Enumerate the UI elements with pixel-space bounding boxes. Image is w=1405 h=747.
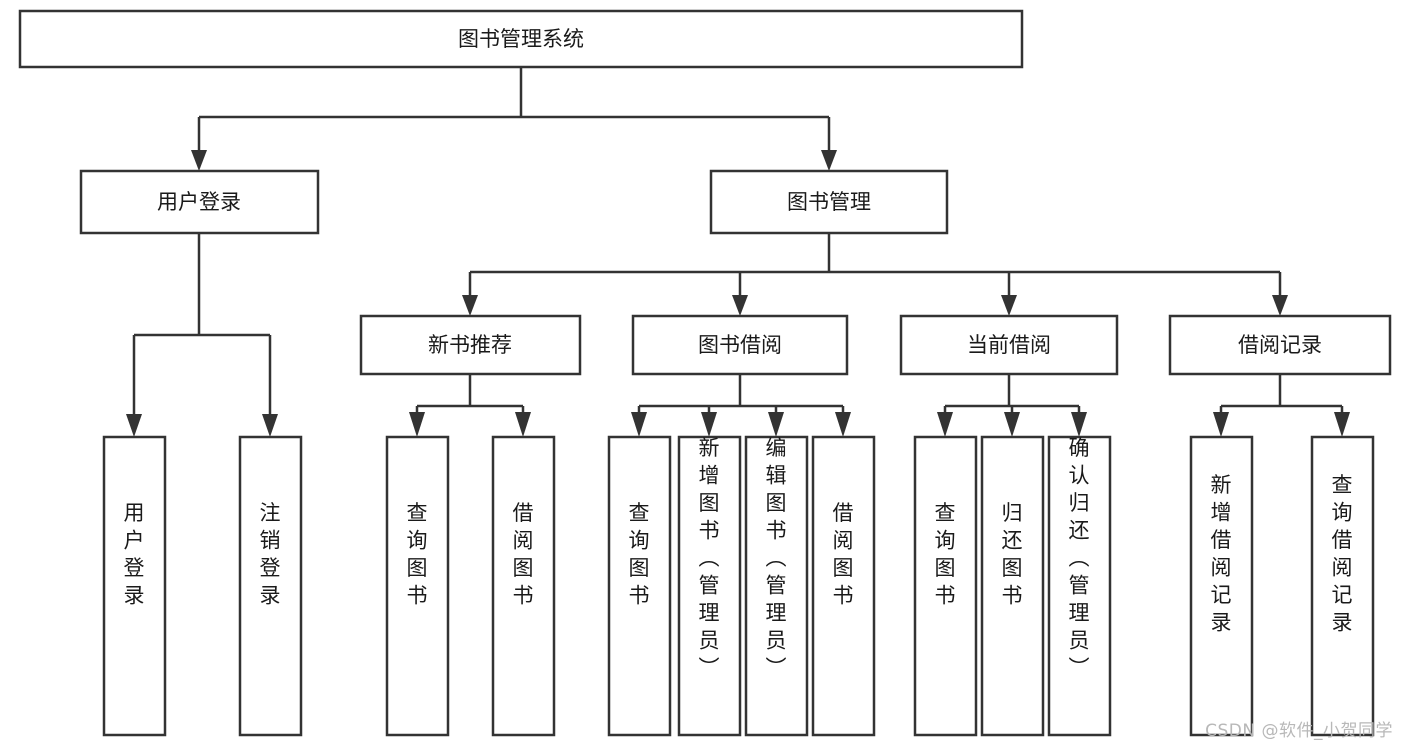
leaf-query-borrow-record-label: 查询借阅记录 [1332, 473, 1353, 635]
node-book-management-label: 图书管理 [787, 190, 871, 214]
node-root-label: 图书管理系统 [458, 27, 584, 51]
node-new-book-recommend[interactable]: 新书推荐 [359, 314, 582, 376]
arrowhead-leaf-edit-book [768, 412, 784, 437]
node-user-login-box[interactable] [79, 169, 320, 235]
connector-root-to-level2 [197, 67, 831, 152]
node-book-management-box[interactable] [709, 169, 949, 235]
node-current-borrow[interactable]: 当前借阅 [899, 314, 1119, 376]
arrowhead-to-user-login [191, 150, 207, 171]
node-book-borrow-label: 图书借阅 [698, 333, 782, 357]
leaf-query-book-borrow-label: 查询图书 [629, 501, 650, 608]
leaf-add-book-admin-label: 新增图书︵管理员︶ [699, 436, 720, 680]
leaf-logout-login-label: 注销登录 [260, 501, 281, 608]
arrowhead-to-borrow-record [1272, 295, 1288, 316]
leaf-query-book-borrow-box[interactable] [607, 435, 672, 737]
node-current-borrow-label: 当前借阅 [967, 333, 1051, 357]
arrowhead-leaf-query-book-3 [937, 412, 953, 437]
arrowhead-leaf-user-login [126, 414, 142, 437]
node-book-borrow[interactable]: 图书借阅 [631, 314, 849, 376]
leaf-borrow-book-borrow[interactable]: 借阅图书 [811, 435, 876, 737]
leaf-add-borrow-record-label: 新增借阅记录 [1211, 473, 1232, 635]
leaf-add-book-admin[interactable]: 新增图书︵管理员︶ [677, 435, 742, 737]
leaf-borrow-book-recommend-label: 借阅图书 [513, 501, 534, 608]
leaf-return-book-box[interactable] [980, 435, 1045, 737]
leaf-borrow-book-recommend-box[interactable] [491, 435, 556, 737]
leaf-borrow-book-recommend[interactable]: 借阅图书 [491, 435, 556, 737]
leaf-logout-login[interactable]: 注销登录 [238, 435, 303, 737]
leaf-add-book-admin-box[interactable] [677, 435, 742, 737]
arrowhead-leaf-confirm-return [1071, 412, 1087, 437]
leaf-confirm-return-admin-label: 确认归还︵管理员︶ [1069, 436, 1090, 680]
node-borrow-record[interactable]: 借阅记录 [1168, 314, 1392, 376]
leaf-add-borrow-record-box[interactable] [1189, 435, 1254, 737]
arrowhead-leaf-logout [262, 414, 278, 437]
arrowhead-to-book-manage [821, 150, 837, 171]
arrowhead-leaf-query-book-2 [631, 412, 647, 437]
node-root-system[interactable]: 图书管理系统 [18, 9, 1024, 69]
connector-new-book-to-leaves [415, 374, 525, 418]
arrowhead-to-book-borrow [732, 295, 748, 316]
leaf-edit-book-admin-label: 编辑图书︵管理员︶ [766, 436, 787, 680]
leaf-query-book-current-label: 查询图书 [935, 501, 956, 608]
node-book-management[interactable]: 图书管理 [709, 169, 949, 235]
connector-book-manage-to-level3 [468, 233, 1282, 298]
node-book-borrow-box[interactable] [631, 314, 849, 376]
node-user-login-label: 用户登录 [157, 190, 241, 214]
node-borrow-record-box[interactable] [1168, 314, 1392, 376]
node-root-box[interactable] [18, 9, 1024, 69]
leaf-query-borrow-record-box[interactable] [1310, 435, 1375, 737]
leaf-user-login-box[interactable] [102, 435, 167, 737]
leaf-return-book[interactable]: 归还图书 [980, 435, 1045, 737]
leaf-logout-login-box[interactable] [238, 435, 303, 737]
connector-user-login-to-leaves [132, 233, 272, 418]
arrowhead-to-current-borrow [1001, 295, 1017, 316]
leaf-user-login-label: 用户登录 [124, 501, 145, 608]
leaf-confirm-return-admin-box[interactable] [1047, 435, 1112, 737]
node-user-login[interactable]: 用户登录 [79, 169, 320, 235]
leaf-query-book-recommend-label: 查询图书 [407, 501, 428, 608]
leaf-query-book-current[interactable]: 查询图书 [913, 435, 978, 737]
node-new-book-recommend-box[interactable] [359, 314, 582, 376]
leaf-return-book-label: 归还图书 [1002, 501, 1023, 608]
arrowhead-leaf-query-book-1 [409, 412, 425, 437]
node-borrow-record-label: 借阅记录 [1238, 333, 1322, 357]
leaf-borrow-book-borrow-box[interactable] [811, 435, 876, 737]
connector-current-borrow-to-leaves [943, 374, 1081, 418]
arrowhead-leaf-return-book [1004, 412, 1020, 437]
leaf-query-book-recommend-box[interactable] [385, 435, 450, 737]
node-current-borrow-box[interactable] [899, 314, 1119, 376]
arrowhead-leaf-add-book [701, 412, 717, 437]
connector-book-borrow-to-leaves [637, 374, 845, 418]
leaf-add-borrow-record[interactable]: 新增借阅记录 [1189, 435, 1254, 737]
leaf-edit-book-admin-box[interactable] [744, 435, 809, 737]
leaf-edit-book-admin[interactable]: 编辑图书︵管理员︶ [744, 435, 809, 737]
node-new-book-recommend-label: 新书推荐 [428, 333, 512, 357]
leaf-borrow-book-borrow-label: 借阅图书 [833, 501, 854, 608]
leaf-confirm-return-admin[interactable]: 确认归还︵管理员︶ [1047, 435, 1112, 737]
arrowhead-leaf-borrow-book-2 [835, 412, 851, 437]
leaf-query-book-recommend[interactable]: 查询图书 [385, 435, 450, 737]
leaf-query-book-current-box[interactable] [913, 435, 978, 737]
connector-borrow-record-to-leaves [1219, 374, 1344, 418]
leaf-user-login[interactable]: 用户登录 [102, 435, 167, 737]
arrowhead-leaf-borrow-book-1 [515, 412, 531, 437]
arrowhead-to-new-book [462, 295, 478, 316]
arrowhead-leaf-add-record [1213, 412, 1229, 437]
connectors-layer [126, 67, 1350, 437]
leaf-query-book-borrow[interactable]: 查询图书 [607, 435, 672, 737]
leaf-query-borrow-record[interactable]: 查询借阅记录 [1310, 435, 1375, 737]
arrowhead-leaf-query-record [1334, 412, 1350, 437]
